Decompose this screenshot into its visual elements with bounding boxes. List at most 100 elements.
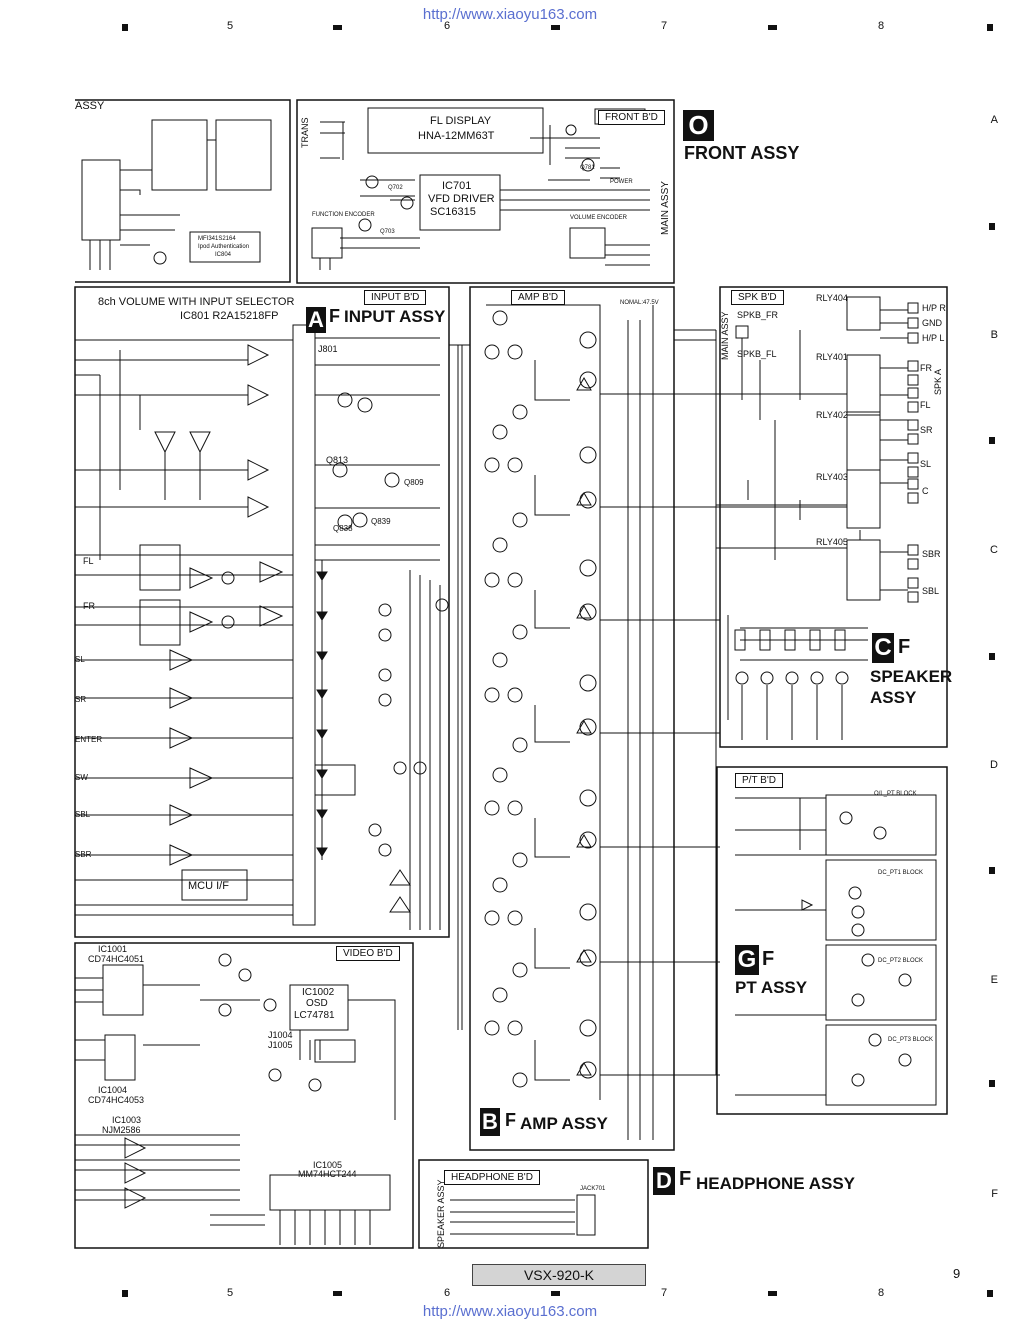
terminal-label: H/P L [922,333,945,343]
terminal-label: SPK A [933,368,943,395]
column-number: 7 [661,1287,668,1299]
component-label: IC1004 [98,1085,128,1095]
component-label: CD74HC4053 [88,1095,145,1105]
terminal-label: SBR [922,549,941,559]
component-label: IC804 [215,252,232,258]
assy-letter-badge: G [735,945,759,975]
column-number: 7 [661,20,668,32]
column-number: 5 [227,20,234,32]
component-label: Q813 [326,455,349,465]
assy-title: PT ASSY [735,978,808,997]
channel-label: FL [83,556,94,566]
component-label: CD74HC4051 [88,954,145,964]
registration-mark [551,25,560,30]
assy-title: SPEAKER [870,667,953,686]
column-number: 8 [878,1287,885,1299]
model-number: VSX-920-K [472,1264,646,1286]
component-label: IC1002 [302,987,335,998]
assy-title: HEADPHONE ASSY [696,1174,856,1193]
assy-suffix: F [329,306,340,326]
component-label: Q781 [580,165,595,171]
assy-title: AMP ASSY [520,1114,608,1133]
row-label: F [991,1188,998,1200]
component-label: MAIN ASSY [660,181,671,235]
component-label: SPKB_FL [737,349,777,359]
assy-letter-badge: C [872,633,894,663]
assy-suffix: F [505,1110,516,1130]
column-number: 8 [878,20,885,32]
registration-mark [333,25,342,30]
column-number: 6 [444,1287,451,1299]
channel-label: ENTER [75,735,103,744]
component-label: J1005 [268,1040,293,1050]
assy-suffix: F [762,948,775,970]
board-label: FRONT B'D [598,110,665,125]
component-label: SPEAKER ASSY [436,1179,446,1248]
relay-label: RLY403 [816,472,848,482]
assy-letter-badge: O [683,110,714,141]
registration-mark [989,437,995,444]
component-label: DC_PT3 BLOCK [888,1037,934,1043]
component-label: SPKB_FR [737,310,779,320]
terminal-label: FR [920,363,932,373]
registration-mark [333,1291,342,1296]
assy-title: INPUT ASSY [344,307,446,326]
component-label: IC1001 [98,944,128,954]
component-label: Ipod Authentication [198,244,250,250]
header-url: http://www.xiaoyu163.com [422,6,598,23]
component-label: IC801 R2A15218FP [180,310,279,322]
component-label: VOLUME ENCODER [570,215,628,221]
component-label: MCU I/F [188,880,229,892]
component-label: MM74HCT244 [298,1169,357,1179]
component-label: Q838 [333,524,353,533]
component-label: LC74781 [294,1010,335,1021]
board-label: INPUT B'D [364,290,427,305]
component-label: NOMAL:47.5V [620,300,659,306]
component-label: Q703 [380,229,395,235]
row-label: A [990,114,998,126]
channel-label: SL [75,655,85,664]
component-label: J801 [318,344,338,354]
relay-label: RLY405 [816,537,848,547]
registration-mark [989,653,995,660]
registration-mark [551,1291,560,1296]
row-label: D [990,759,998,771]
component-label: O/L_PT BLOCK [874,791,917,797]
component-label: DC_PT2 BLOCK [878,958,924,964]
terminal-label: SR [920,425,933,435]
registration-mark [989,1080,995,1087]
row-label: B [990,329,998,341]
component-label: J1004 [268,1030,293,1040]
component-label: IC1005 [313,1160,343,1170]
component-label: Q809 [404,478,424,487]
board-label: AMP B'D [511,290,566,305]
channel-label: SR [75,695,87,704]
terminal-label: C [922,486,929,496]
relay-label: RLY401 [816,352,848,362]
channel-label: SW [75,773,88,782]
terminal-label: SBL [922,586,940,596]
component-label: JACK701 [580,1186,606,1192]
component-label: IC701 [442,180,472,192]
terminal-label: SL [920,459,932,469]
assy-letter-badge: D [653,1167,675,1195]
footer-url: http://www.xiaoyu163.com [422,1303,598,1320]
component-label: SC16315 [430,206,476,218]
board-label: SPK B'D [731,290,784,305]
component-label: FL DISPLAY [430,115,492,127]
assy-letter-badge: A [306,307,326,333]
channel-label: FR [83,601,95,611]
assy-suffix: F [679,1168,692,1190]
registration-mark [989,867,995,874]
component-label: Q702 [388,185,403,191]
component-label: FUNCTION ENCODER [312,212,375,218]
row-label: E [990,974,998,986]
component-label: NJM2586 [102,1125,141,1135]
component-label: POWER [610,179,633,185]
relay-label: RLY402 [816,410,848,420]
board-label: HEADPHONE B'D [444,1170,540,1185]
registration-mark [989,223,995,230]
registration-mark [122,1290,128,1297]
registration-mark [768,1291,777,1296]
